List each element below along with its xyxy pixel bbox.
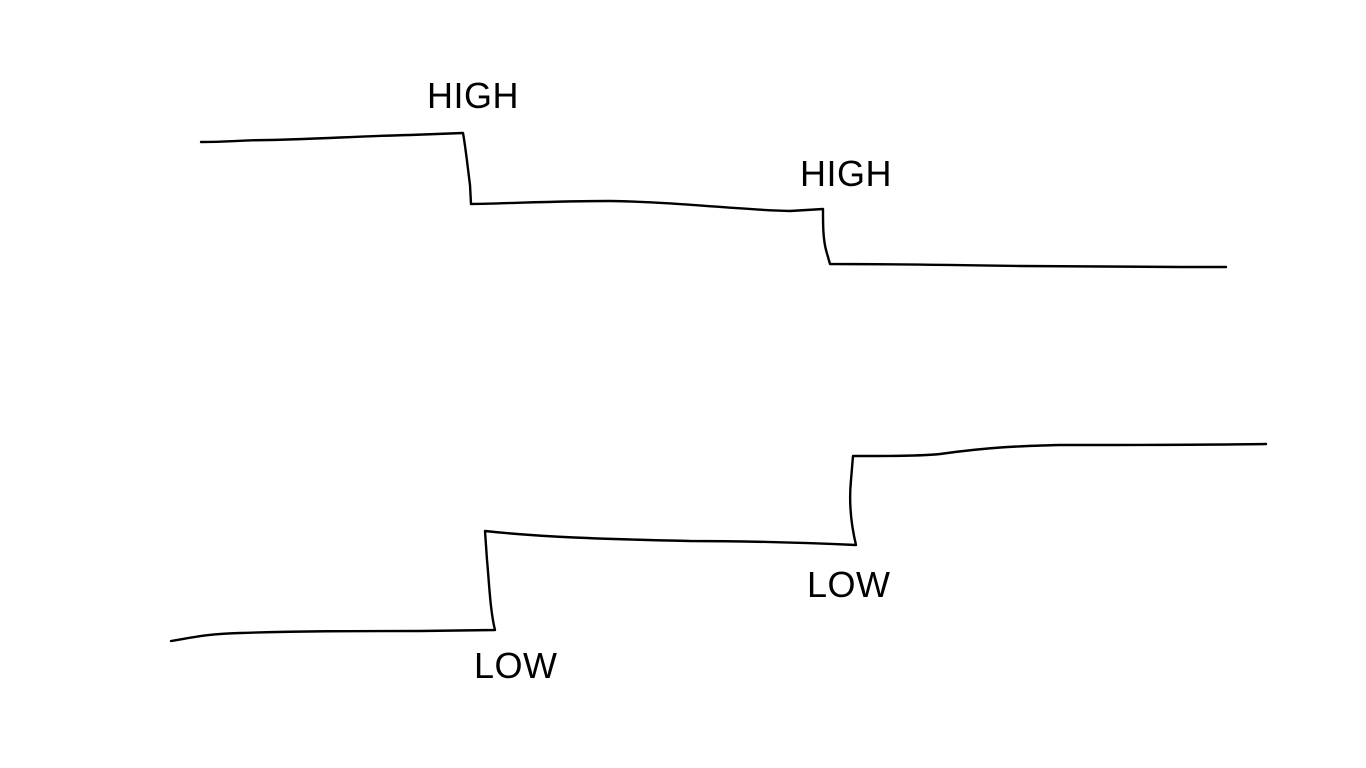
label-low-second-step: LOW — [807, 564, 891, 605]
descending-step-line — [199, 131, 1228, 269]
label-high-second-step: HIGH — [800, 153, 892, 194]
label-high-first-step: HIGH — [427, 75, 519, 116]
ascending-step-line — [169, 442, 1268, 643]
label-low-first-step: LOW — [474, 645, 558, 686]
